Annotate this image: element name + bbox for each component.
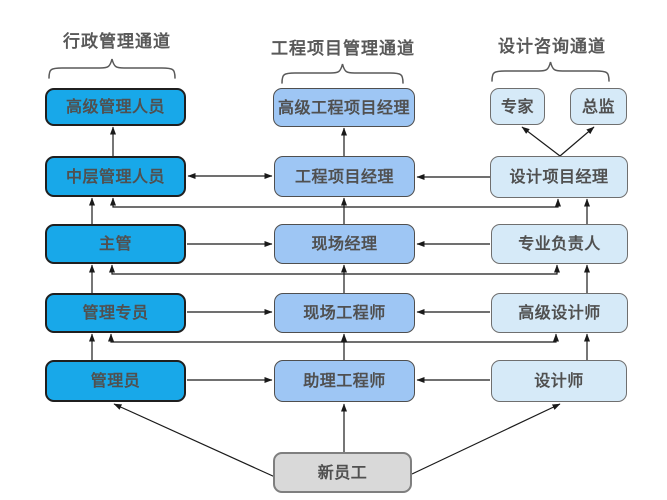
edge-assistant-engineer-to-senior-designer — [344, 333, 559, 343]
node-admin-specialist: 管理专员 — [45, 293, 186, 333]
edge-site-engineer-to-discipline-lead — [344, 264, 560, 275]
node-director: 总监 — [570, 88, 627, 125]
node-site-manager: 现场经理 — [274, 224, 415, 264]
node-pm: 工程项目经理 — [274, 156, 415, 197]
node-supervisor: 主管 — [45, 224, 186, 264]
edge-assistant-engineer-to-admin-specialist — [108, 333, 344, 343]
brace-design-channel — [491, 61, 610, 82]
node-senior-admin: 高级管理人员 — [45, 88, 186, 126]
edge-site-manager-to-mid-admin — [110, 197, 344, 208]
node-site-engineer: 现场工程师 — [274, 293, 415, 333]
edge-site-manager-to-design-pm — [344, 198, 561, 208]
edge-new-employee-to-administrator — [113, 403, 276, 478]
node-senior-designer: 高级设计师 — [491, 293, 628, 333]
edge-site-engineer-to-supervisor — [109, 264, 344, 275]
node-designer: 设计师 — [491, 360, 627, 402]
node-assistant-engineer: 助理工程师 — [274, 360, 415, 402]
node-new-employee: 新员工 — [273, 452, 412, 493]
node-discipline-lead: 专业负责人 — [491, 224, 628, 264]
node-senior-pm: 高级工程项目经理 — [273, 88, 415, 127]
edge-design-pm-to-director — [559, 126, 595, 157]
node-mid-admin: 中层管理人员 — [45, 156, 186, 197]
brace-project-channel — [281, 63, 404, 84]
edge-new-employee-to-designer — [411, 403, 561, 475]
channel-header-admin-channel: 行政管理通道 — [63, 32, 171, 52]
node-expert: 专家 — [490, 88, 545, 125]
channel-header-project-channel: 工程项目管理通道 — [271, 39, 415, 59]
channel-header-design-channel: 设计咨询通道 — [498, 37, 606, 57]
brace-admin-channel — [48, 58, 176, 79]
node-design-pm: 设计项目经理 — [490, 156, 628, 198]
node-administrator: 管理员 — [45, 360, 186, 402]
edge-design-pm-to-expert — [521, 126, 561, 157]
